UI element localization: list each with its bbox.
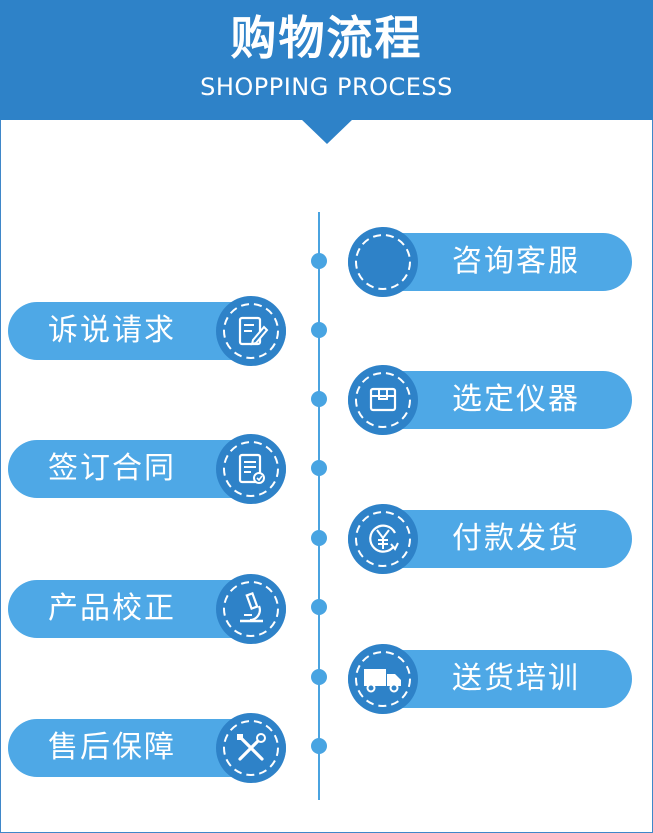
step-label: 售后保障 xyxy=(48,730,176,765)
yen-icon xyxy=(348,504,418,574)
step-sign-contract: 签订合同 xyxy=(8,434,286,504)
step-label: 诉说请求 xyxy=(48,313,176,348)
step-delivery-training: 送货培训 xyxy=(348,644,632,714)
header-arrow xyxy=(300,118,354,144)
step-payment-shipping: 付款发货 xyxy=(348,504,632,574)
timeline-dot xyxy=(311,669,327,685)
step-label: 咨询客服 xyxy=(452,244,580,279)
timeline-dot xyxy=(311,738,327,754)
step-label: 送货培训 xyxy=(452,661,580,696)
timeline-dot xyxy=(311,599,327,615)
header-banner: 购物流程 SHOPPING PROCESS xyxy=(0,0,653,120)
step-after-sales: 售后保障 xyxy=(8,713,286,783)
page-title: 购物流程 xyxy=(230,11,423,65)
microscope-icon xyxy=(216,574,286,644)
step-consult-service: 咨询客服 xyxy=(348,227,632,297)
timeline-dot xyxy=(311,460,327,476)
tools-icon xyxy=(216,713,286,783)
timeline-dot xyxy=(311,253,327,269)
headset-icon xyxy=(348,227,418,297)
truck-icon xyxy=(348,644,418,714)
timeline-dot xyxy=(311,391,327,407)
step-state-request: 诉说请求 xyxy=(8,296,286,366)
edit-note-icon xyxy=(216,296,286,366)
timeline-line xyxy=(318,212,320,800)
box-icon xyxy=(348,365,418,435)
step-label: 付款发货 xyxy=(452,521,580,556)
step-label: 选定仪器 xyxy=(452,382,580,417)
timeline-dot xyxy=(311,322,327,338)
page-subtitle: SHOPPING PROCESS xyxy=(200,73,453,101)
timeline-dot xyxy=(311,530,327,546)
step-label: 签订合同 xyxy=(48,451,176,486)
step-product-calibration: 产品校正 xyxy=(8,574,286,644)
contract-icon xyxy=(216,434,286,504)
step-label: 产品校正 xyxy=(48,591,176,626)
step-select-instrument: 选定仪器 xyxy=(348,365,632,435)
